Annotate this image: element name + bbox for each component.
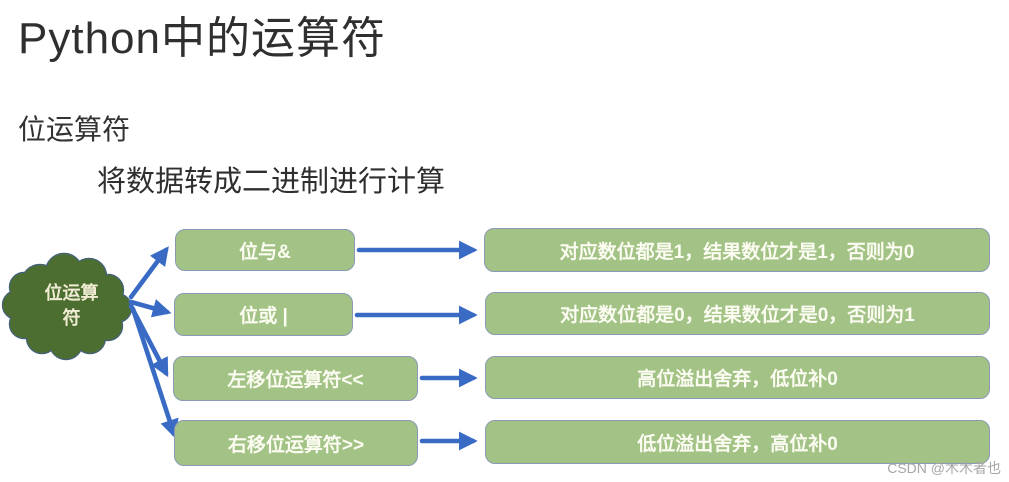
- page-title: Python中的运算符: [18, 14, 386, 63]
- rule-label: 对应数位都是0，结果数位才是0，否则为1: [560, 305, 915, 326]
- arrow-cloud-to-row1: [128, 246, 169, 300]
- arrow-cloud-to-row2: [128, 299, 172, 318]
- operator-label: 左移位运算符<<: [227, 370, 364, 391]
- operator-label: 位与&: [239, 241, 291, 263]
- operator-label: 位或 |: [239, 306, 288, 327]
- watermark: CSDN @木木者也: [887, 460, 1001, 476]
- arrow-cloud-to-row4: [130, 306, 179, 439]
- operator-box-bitand: 位与&: [175, 229, 355, 271]
- operator-label: 右移位运算符>>: [227, 434, 365, 456]
- rule-label: 高位溢出舍弃，低位补0: [637, 369, 838, 390]
- rule-box-bitor: 对应数位都是0，结果数位才是0，否则为1: [485, 292, 990, 335]
- operator-box-rshift: 右移位运算符>>: [174, 420, 418, 466]
- arrow-cloud-to-row3: [128, 303, 169, 378]
- cloud-label-line1: 位运算: [44, 283, 99, 304]
- rule-box-rshift: 低位溢出舍弃，高位补0: [485, 420, 990, 464]
- operator-box-bitor: 位或 |: [174, 293, 353, 336]
- section-note: 将数据转成二进制进行计算: [97, 166, 446, 198]
- cloud-label-line2: 符: [62, 307, 81, 328]
- cloud-label: 位运算 符: [8, 253, 135, 358]
- rule-box-lshift: 高位溢出舍弃，低位补0: [485, 356, 990, 399]
- rule-label: 低位溢出舍弃，高位补0: [637, 433, 838, 455]
- rule-label: 对应数位都是1，结果数位才是1，否则为0: [559, 241, 915, 263]
- operator-box-lshift: 左移位运算符<<: [173, 356, 418, 401]
- section-heading: 位运算符: [18, 114, 131, 145]
- rule-box-bitand: 对应数位都是1，结果数位才是1，否则为0: [484, 228, 990, 272]
